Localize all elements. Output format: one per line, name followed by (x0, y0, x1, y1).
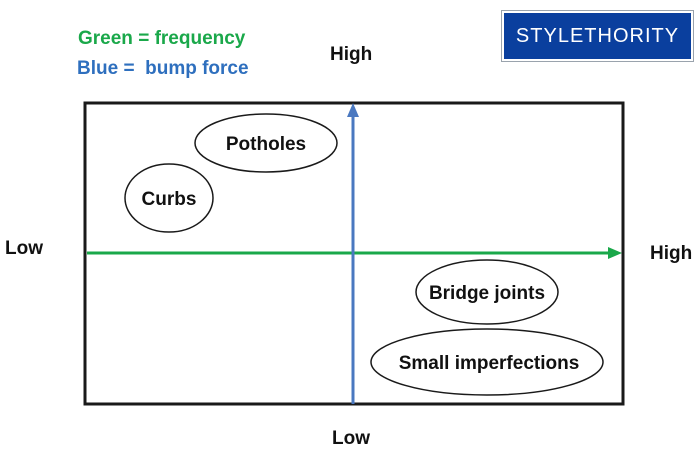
curbs-bubble (124, 163, 214, 233)
brand-logo-text: STYLETHORITY (504, 13, 691, 59)
vertical-axis-low-label: Low (332, 428, 370, 449)
frequency-axis-arrowhead (608, 247, 622, 259)
potholes-label: Potholes (226, 134, 306, 155)
legend-bump-force: Blue = bump force (77, 58, 249, 79)
bump-force-axis-arrowhead (347, 103, 359, 117)
vertical-axis-high-label: High (330, 44, 373, 65)
curbs-label: Curbs (142, 189, 197, 210)
brand-logo: STYLETHORITY (501, 10, 694, 62)
bridge-joints-label: Bridge joints (429, 283, 545, 304)
horizontal-axis-low-label: Low (5, 238, 43, 259)
horizontal-axis-high-label: High (650, 243, 693, 264)
bridge-joints-bubble (415, 259, 559, 325)
small-imperfections-label: Small imperfections (399, 353, 580, 374)
potholes-bubble (194, 113, 338, 173)
small-imperfections-bubble (370, 328, 604, 396)
legend-frequency: Green = frequency (78, 28, 246, 49)
